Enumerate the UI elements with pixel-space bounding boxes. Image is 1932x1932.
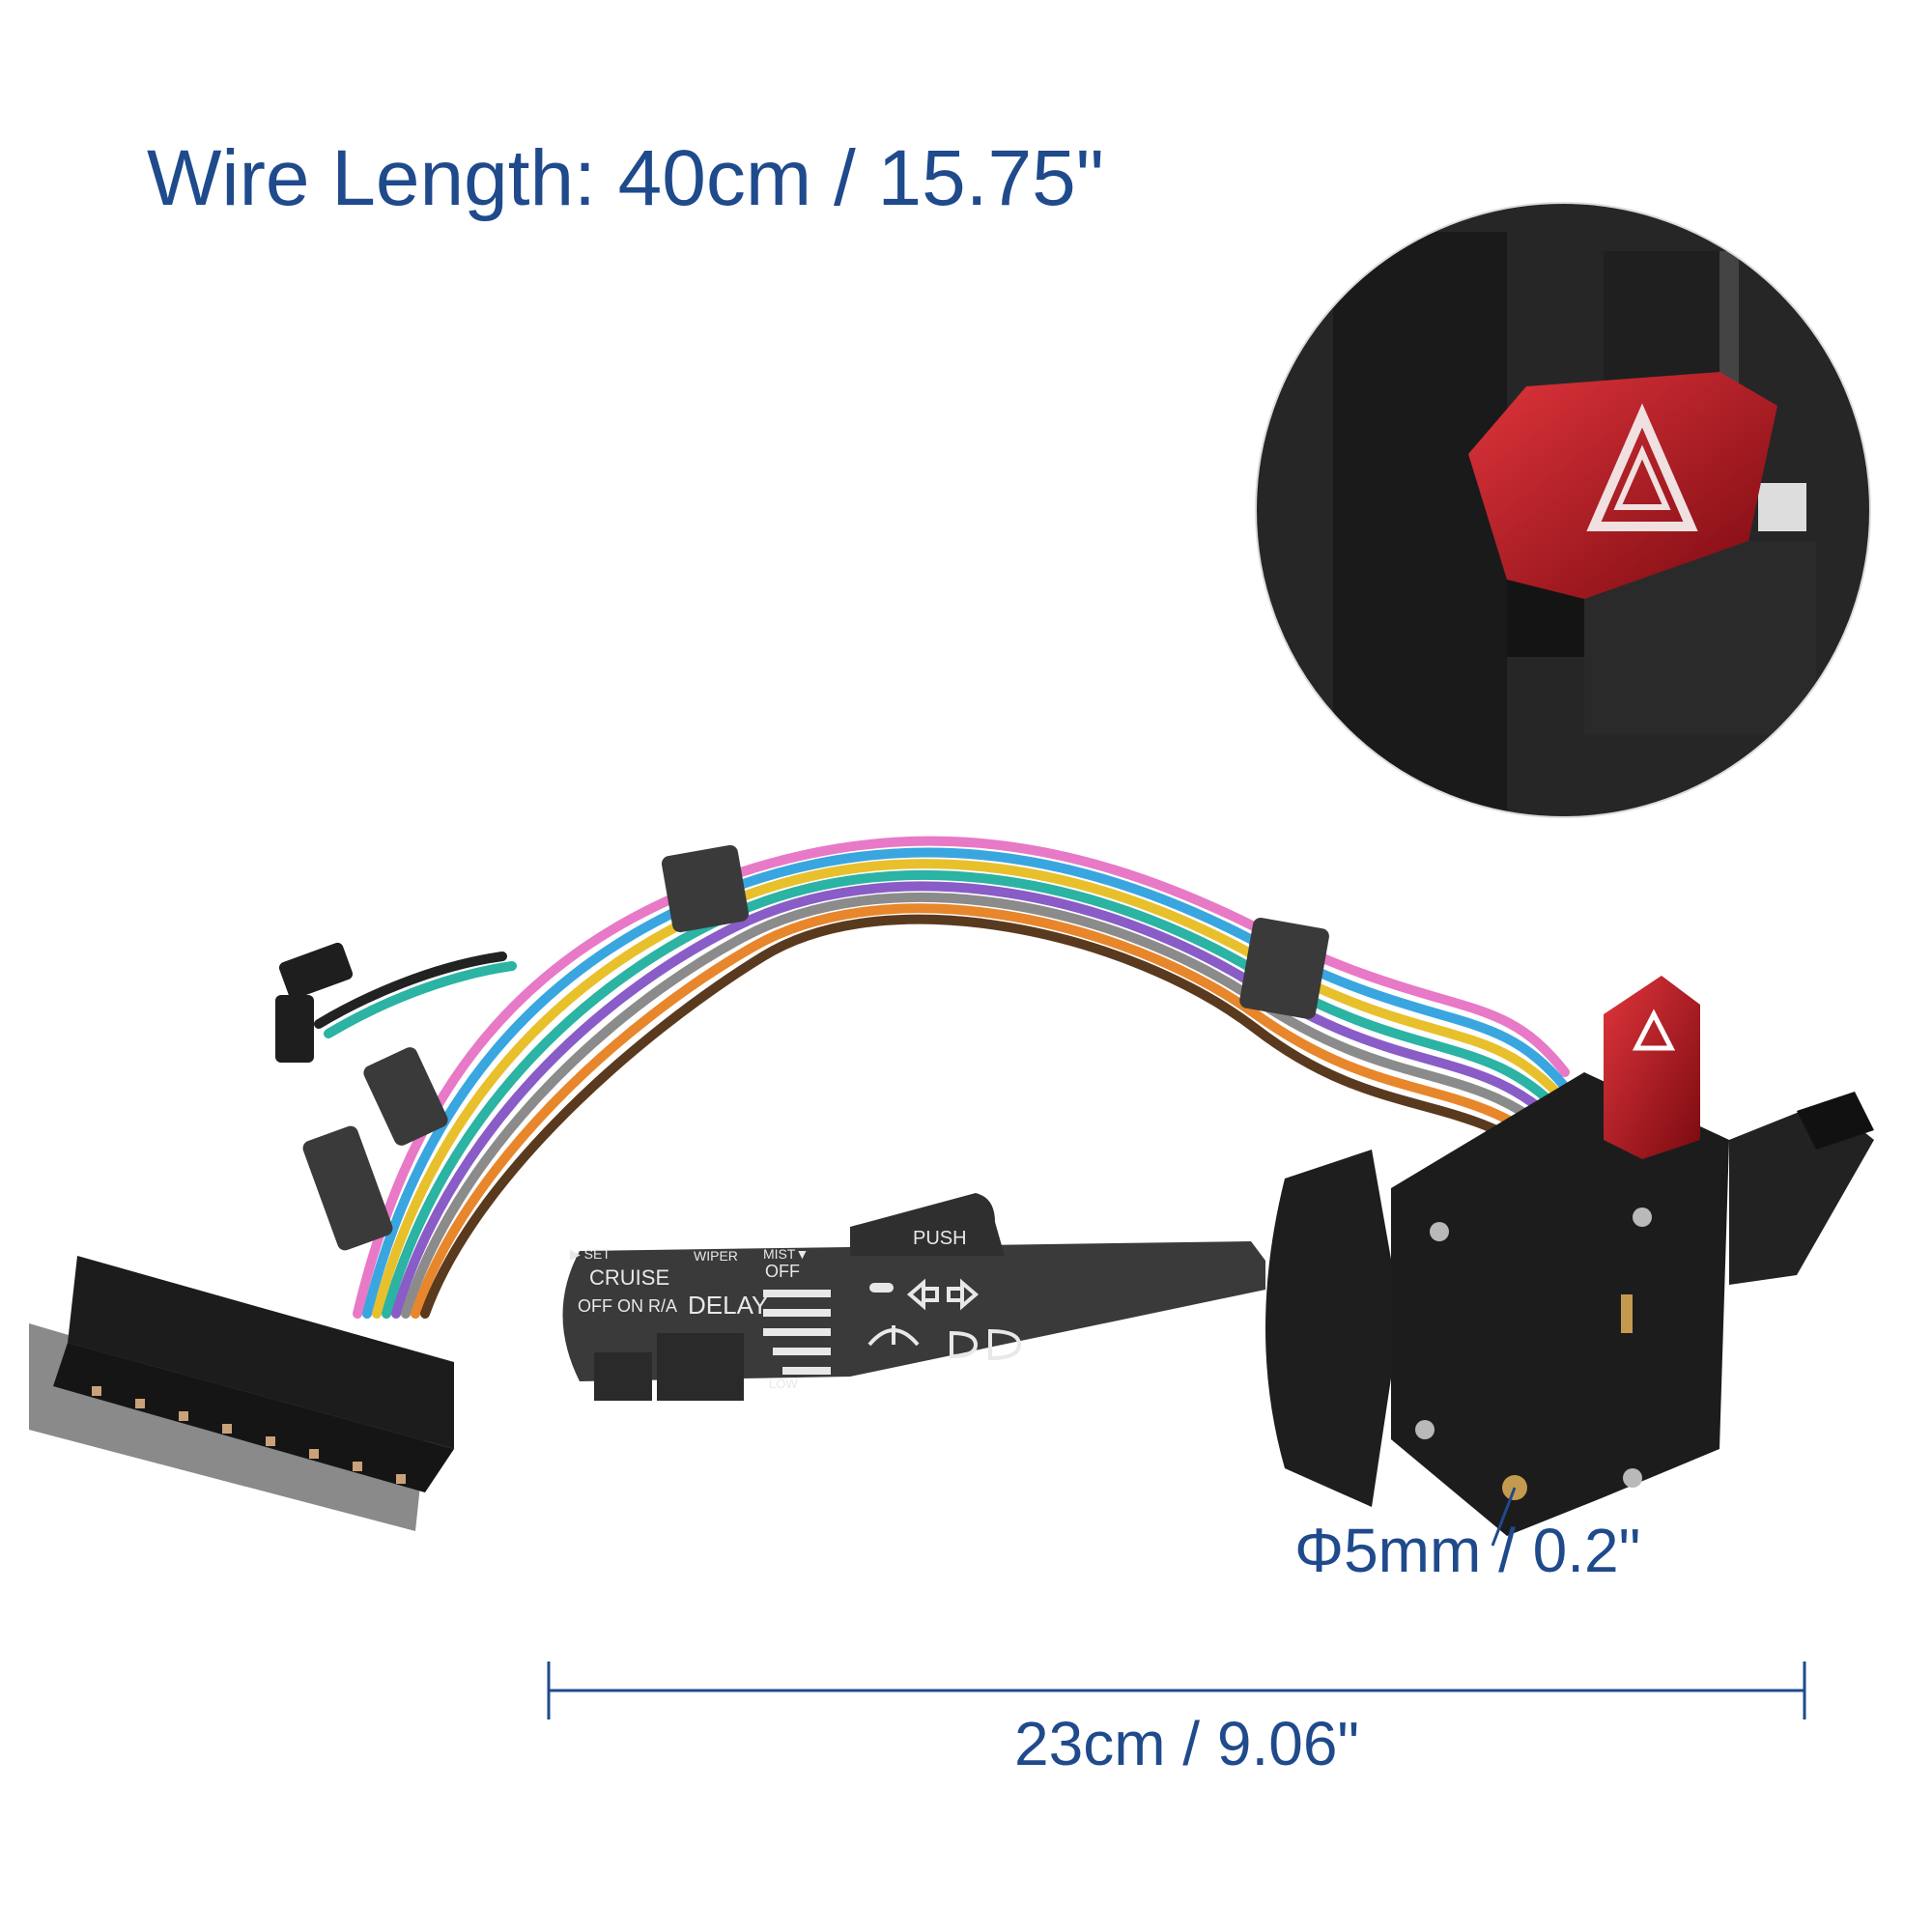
- stalk-label-set: ▶ SET: [570, 1246, 611, 1262]
- wiper-icon: [867, 1325, 920, 1347]
- hole-diameter-label: Φ5mm / 0.2": [1294, 1516, 1641, 1585]
- turn-arrows-icon: [906, 1278, 980, 1311]
- overall-width-label: 23cm / 9.06": [1014, 1709, 1360, 1778]
- stalk-label-cruise: CRUISE: [589, 1265, 669, 1290]
- main-connector: [29, 1256, 454, 1531]
- hazard-triangle-icon: [1632, 1009, 1676, 1051]
- small-connector: [275, 942, 354, 1063]
- stalk-label-mist: MIST▼: [763, 1246, 809, 1262]
- stalk-label-push: PUSH: [913, 1228, 967, 1249]
- stalk-label-cruise-modes: OFF ON R/A: [578, 1296, 677, 1316]
- width-dimension-line: [547, 1662, 1806, 1719]
- switch-body: [1265, 1072, 1874, 1536]
- hazard-button: [1604, 976, 1700, 1159]
- stalk-label-wiper: WIPER: [694, 1248, 738, 1264]
- control-stalk: ▶ SET CRUISE OFF ON R/A WIPER DELAY MIST…: [562, 1193, 1265, 1401]
- stalk-label-low: LOW: [769, 1377, 798, 1391]
- hole-callout-line: [1491, 1487, 1517, 1547]
- harness-tape: [302, 844, 1329, 1251]
- stalk-label-delay: DELAY: [688, 1291, 768, 1320]
- hazard-button-closeup: [1255, 202, 1871, 818]
- wire-harness: [314, 836, 1570, 1319]
- stalk-label-off: OFF: [765, 1262, 800, 1281]
- wire-length-label: Wire Length: 40cm / 15.75": [147, 134, 1104, 222]
- headlamp-icon: [950, 1328, 1022, 1361]
